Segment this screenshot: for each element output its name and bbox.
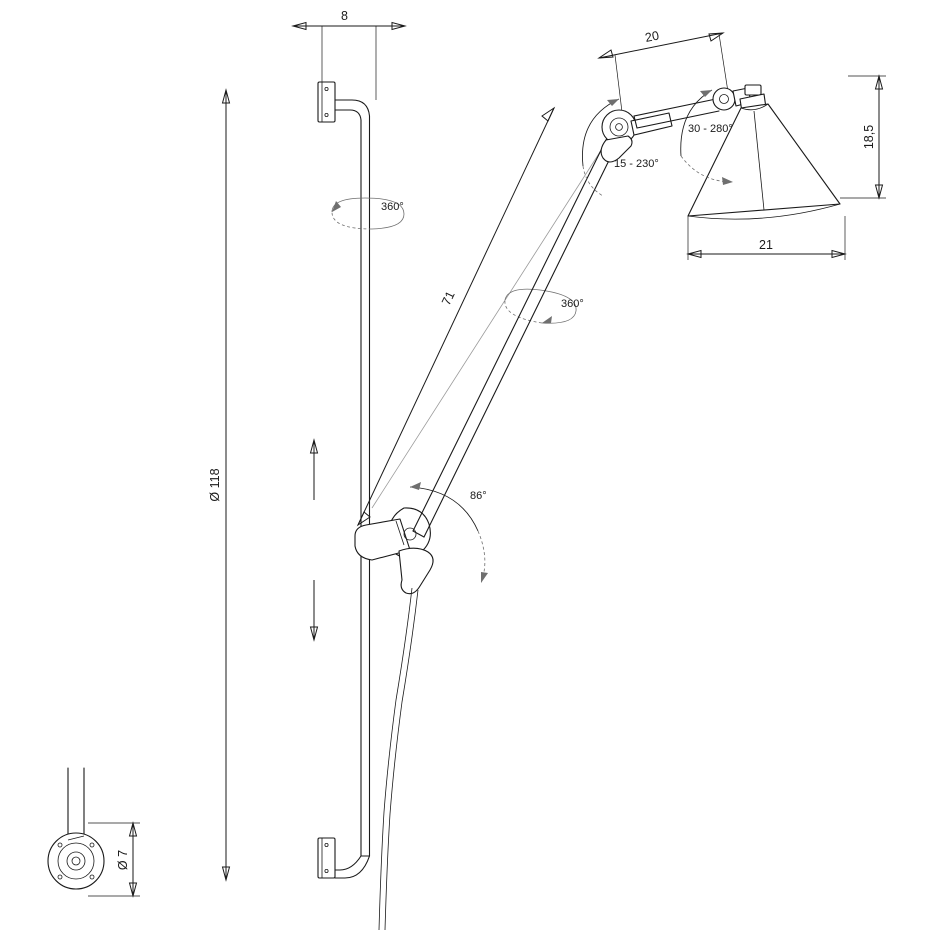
angle-label-arm-rotation: 360° (561, 298, 584, 310)
dimension-top-rod-width (291, 21, 407, 100)
lamp-shade (687, 103, 841, 220)
mount-detail-view (47, 767, 105, 890)
slider-travel-indicator (309, 438, 319, 642)
dimension-shade-height (840, 74, 886, 200)
dim-label-top-rod-width: 8 (341, 9, 348, 23)
dim-label-extension-length: 71 (439, 289, 458, 308)
dimension-shade-width (686, 216, 847, 260)
dim-label-mount-diameter: Ø 7 (116, 850, 130, 870)
vertical-rod (334, 99, 371, 857)
dim-label-shade-width: 21 (759, 238, 773, 252)
rod-rotation-indicator (331, 197, 405, 230)
main-diagonal-arm (412, 133, 620, 538)
dim-label-shade-height: 18,5 (862, 125, 876, 149)
dim-label-total-height: Ø 118 (208, 468, 222, 501)
wall-mount-bottom-plate (317, 837, 371, 879)
dim-label-top-arm-length: 20 (644, 28, 660, 44)
angle-arc-elbow-range (582, 98, 620, 197)
wall-mount-top-plate (317, 81, 336, 123)
angle-label-shade-range: 30 - 280° (688, 123, 733, 135)
angle-arc-shade-range (680, 89, 734, 185)
dimension-total-height (221, 88, 231, 882)
angle-label-rod-rotation: 360° (381, 201, 404, 213)
elbow-joint (600, 109, 673, 163)
angle-label-base-joint: 86° (470, 490, 487, 502)
angle-arc-base-joint (409, 482, 488, 584)
dimension-mount-diameter (88, 821, 140, 898)
arm-rotation-indicator (504, 288, 577, 324)
upper-arm (633, 98, 720, 129)
lower-joint-assembly (354, 507, 434, 595)
dimension-top-arm-length (597, 32, 729, 113)
angle-label-elbow-range: 15 - 230° (614, 158, 659, 170)
power-cable (378, 587, 419, 930)
dimension-extension-length (356, 106, 608, 527)
